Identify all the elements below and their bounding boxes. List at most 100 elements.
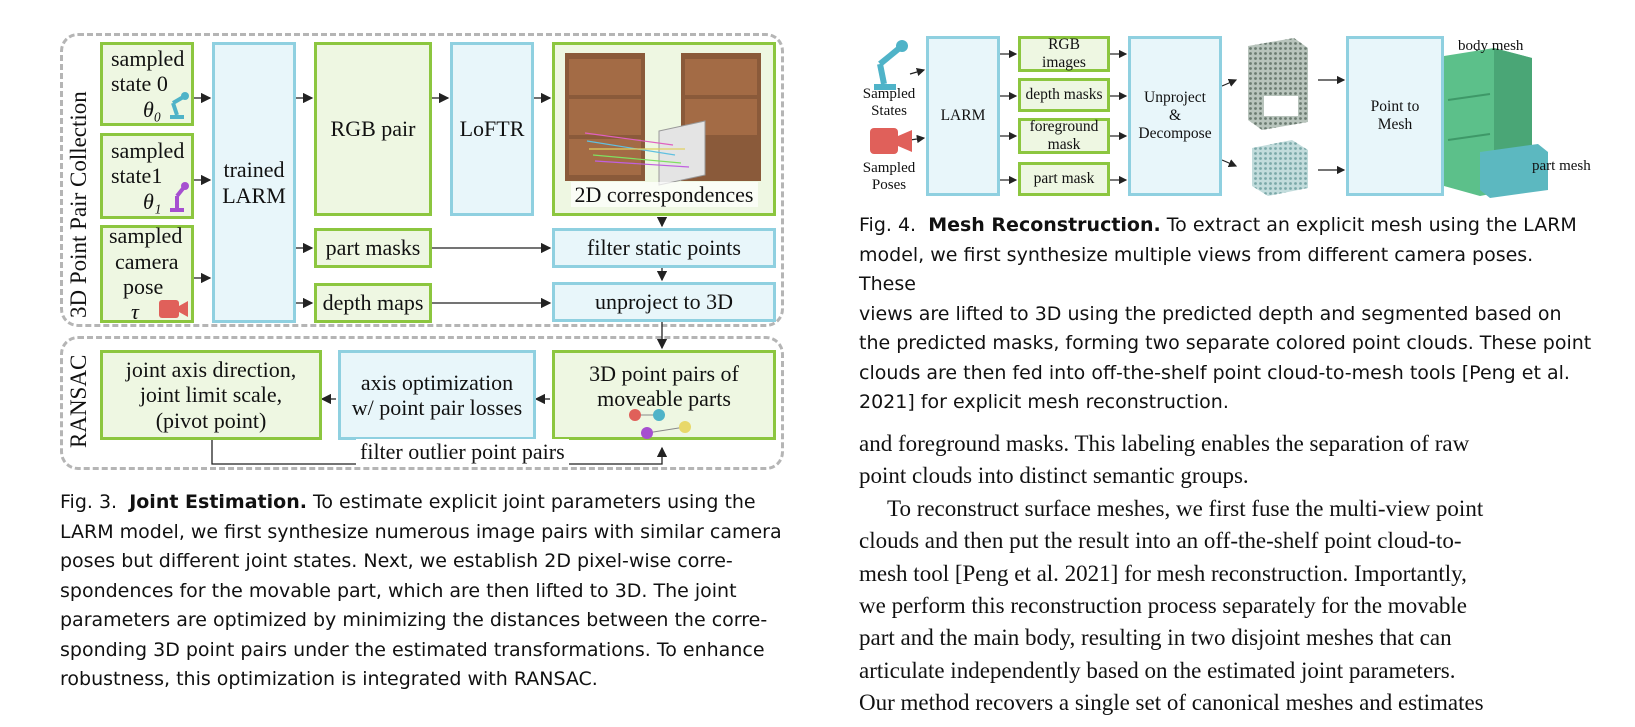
- state0-line2: state 0: [111, 71, 168, 97]
- axis-opt-line2: w/ point pair losses: [351, 395, 523, 420]
- body-line: clouds and then put the result into an o…: [859, 528, 1462, 554]
- fig4-caption-line: model, we first synthesize multiple view…: [859, 243, 1534, 296]
- depth-maps-box: depth maps: [314, 283, 432, 323]
- fig4-larm-label: LARM: [940, 107, 986, 125]
- figure-3-caption: Fig. 3. Joint Estimation. To estimate ex…: [60, 488, 790, 695]
- sampled-poses-line1: Sampled: [862, 160, 916, 176]
- camera-line3: pose: [123, 274, 164, 299]
- robot-arm-icon: [874, 40, 908, 90]
- body-line: Our method recovers a single set of cano…: [859, 690, 1484, 716]
- rgb-pair-box: RGB pair: [314, 42, 432, 216]
- robot-arm-icon: [170, 92, 189, 119]
- sampled-camera-pose-box: sampled camera pose τ: [100, 223, 194, 325]
- state1-line2: state1: [111, 163, 163, 189]
- part-masks-label: part masks: [325, 235, 421, 261]
- joint-out-line2: joint limit scale,: [139, 382, 283, 408]
- body-line: To reconstruct surface meshes, we first …: [887, 495, 1484, 521]
- state0-line1: sampled: [111, 46, 185, 72]
- loftr-box: LoFTR: [450, 42, 534, 216]
- unproject-label: unproject to 3D: [594, 289, 734, 315]
- body-paragraph: and foreground masks. This labeling enab…: [859, 428, 1595, 720]
- fig4-caption-line: To extract an explicit mesh using the LA…: [1166, 214, 1577, 236]
- fig3-caption-line: spondences for the movable part, which a…: [60, 579, 737, 602]
- sampled-states-line1: Sampled: [862, 86, 916, 102]
- fig4-caption-label: Fig. 4.: [859, 214, 917, 236]
- ransac-group: [60, 336, 784, 470]
- sampled-state-1-box: sampled state1 θ₁: [100, 133, 194, 219]
- point-pairs-line1: 3D point pairs of: [589, 361, 739, 386]
- robot-arm-icon: [170, 182, 189, 212]
- filter-static-label: filter static points: [587, 235, 741, 261]
- theta0-symbol: θ₀: [143, 96, 162, 122]
- unproject-line3: Decompose: [1138, 124, 1212, 142]
- rgb-images-box: RGB images: [1018, 36, 1110, 72]
- correspondences-box: 2D correspondences: [552, 42, 776, 216]
- joint-out-line3: (pivot point): [155, 407, 267, 433]
- fig4-caption-line: the predicted masks, forming two separat…: [859, 332, 1592, 354]
- cabinet-correspondence-image: [565, 53, 761, 186]
- sampled-states-label: Sampled States: [858, 86, 920, 120]
- fig3-caption-line: LARM model, we first synthesize numerous…: [60, 520, 782, 543]
- theta1-symbol: θ₁: [143, 188, 162, 214]
- unproject-line2: &: [1168, 107, 1182, 125]
- point-pairs-icon: [629, 409, 691, 439]
- body-line: part and the main body, resulting in two…: [859, 625, 1452, 651]
- larm-line1: trained: [223, 157, 285, 183]
- fig3-caption-line: parameters are optimized by minimizing t…: [60, 609, 768, 631]
- depth-masks-label: depth masks: [1025, 86, 1103, 104]
- point-cloud-image: [1248, 38, 1308, 196]
- fig3-caption-line: sponding 3D point pairs under the estima…: [60, 638, 765, 661]
- fig4-caption-title: Mesh Reconstruction.: [928, 214, 1161, 236]
- figure-4-caption: Fig. 4. Mesh Reconstruction. To extract …: [859, 211, 1595, 418]
- fig3-caption-title: Joint Estimation.: [129, 491, 307, 513]
- body-line: and foreground masks. This labeling enab…: [859, 431, 1470, 456]
- part-masks-box: part masks: [314, 228, 432, 268]
- rgb-pair-label: RGB pair: [330, 116, 416, 142]
- joint-out-line1: joint axis direction,: [125, 357, 297, 383]
- part-mask-box: part mask: [1018, 162, 1110, 196]
- correspondences-label: 2D correspondences: [570, 181, 758, 207]
- fig3-caption-line: poses but different joint states. Next, …: [60, 550, 733, 572]
- point-to-mesh-line2: Mesh: [1377, 116, 1413, 133]
- fig4-caption-line: 2021] for explicit mesh reconstruction.: [859, 391, 1229, 413]
- unproject-line1: Unproject: [1144, 89, 1206, 107]
- fig3-caption-line: To estimate explicit joint parameters us…: [313, 491, 756, 513]
- loftr-label: LoFTR: [459, 116, 525, 142]
- foreground-mask-line2: mask: [1047, 136, 1081, 153]
- sampled-states-line2: States: [871, 103, 907, 119]
- filter-static-points-box: filter static points: [552, 228, 776, 268]
- depth-masks-box: depth masks: [1018, 78, 1110, 112]
- body-line: mesh tool [Peng et al. 2021] for mesh re…: [859, 560, 1467, 586]
- sampled-poses-label: Sampled Poses: [858, 160, 920, 194]
- mesh-result-image: [1444, 48, 1548, 198]
- collection-group: [60, 33, 784, 327]
- body-line: articulate independently based on the es…: [859, 657, 1456, 683]
- body-line: we perform this reconstruction process s…: [859, 593, 1468, 619]
- point-pairs-line2: moveable parts: [597, 386, 731, 412]
- fig3-caption-line: robustness, this optimization is integra…: [60, 668, 598, 690]
- rgb-images-line2: images: [1042, 54, 1086, 71]
- sampled-state-0-box: sampled state 0 θ₀: [100, 42, 194, 126]
- tau-symbol: τ: [131, 299, 139, 325]
- camera-line2: camera: [115, 248, 179, 274]
- axis-optimization-box: axis optimization w/ point pair losses: [338, 350, 536, 440]
- part-mesh-label: part mesh: [1532, 158, 1591, 174]
- trained-larm-box: trained LARM: [212, 42, 296, 323]
- point-to-mesh-line1: Point to: [1370, 98, 1420, 116]
- point-pairs-box: 3D point pairs of moveable parts: [552, 350, 776, 440]
- body-line: point clouds into distinct semantic grou…: [859, 463, 1249, 489]
- fig4-caption-line: clouds are then fed into off-the-shelf p…: [859, 361, 1570, 384]
- joint-output-box: joint axis direction, joint limit scale,…: [100, 350, 322, 440]
- camera-icon: [870, 128, 912, 154]
- part-mask-label: part mask: [1033, 170, 1095, 188]
- fig3-caption-label: Fig. 3.: [60, 491, 118, 513]
- fig4-larm-box: LARM: [926, 36, 1000, 196]
- axis-opt-line1: axis optimization: [360, 369, 514, 395]
- foreground-mask-line1: foreground: [1029, 118, 1099, 136]
- unproject-3d-box: unproject to 3D: [552, 282, 776, 322]
- larm-line2: LARM: [222, 182, 286, 208]
- body-mesh-label: body mesh: [1458, 38, 1524, 54]
- state1-line1: sampled: [111, 138, 185, 164]
- point-to-mesh-box: Point to Mesh: [1346, 36, 1444, 196]
- fig4-caption-line: views are lifted to 3D using the predict…: [859, 302, 1562, 325]
